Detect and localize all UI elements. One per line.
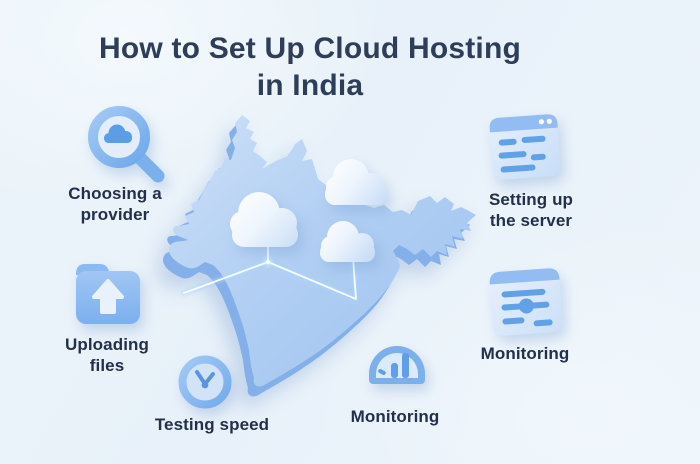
page-title-line2: in India bbox=[256, 69, 364, 103]
server-text-bars bbox=[498, 135, 546, 173]
page-title-line1: How to Set Up Cloud Hosting bbox=[98, 32, 522, 65]
label-line: Uploading bbox=[65, 335, 149, 354]
label-line: files bbox=[89, 355, 125, 375]
step-label-setting-up-server: Setting up the server bbox=[471, 190, 591, 231]
cloud-small-icon bbox=[320, 221, 375, 262]
magnifier-cloud-icon bbox=[88, 106, 165, 183]
folder-upload-icon bbox=[76, 264, 140, 324]
step-label-choosing-provider: Choosing a provider bbox=[53, 184, 177, 225]
label-line: Monitoring bbox=[350, 407, 440, 426]
clock-icon bbox=[178, 355, 232, 409]
cloud-top-right-icon bbox=[325, 159, 387, 205]
label-line: Choosing a bbox=[68, 184, 162, 203]
label-line: Testing speed bbox=[154, 415, 270, 434]
label-line: Setting up bbox=[488, 190, 574, 209]
page-title: How to Set Up Cloud Hosting in India bbox=[10, 30, 610, 104]
step-label-testing-speed: Testing speed bbox=[151, 415, 273, 436]
cloud-large-icon bbox=[230, 192, 298, 247]
step-label-uploading-files: Uploading files bbox=[47, 335, 167, 376]
upload-arrow-glyph bbox=[92, 279, 124, 314]
gauge-chart-icon bbox=[369, 346, 425, 384]
label-line: provider bbox=[80, 204, 150, 224]
server-window-icon bbox=[489, 114, 561, 180]
cloud-glyph bbox=[104, 124, 132, 143]
step-label-monitoring-panel: Monitoring bbox=[465, 344, 585, 365]
network-node bbox=[265, 259, 271, 265]
step-label-monitoring-gauge: Monitoring bbox=[335, 407, 455, 428]
slider-bars bbox=[501, 288, 553, 327]
label-line: the server bbox=[489, 210, 573, 230]
sliders-panel-icon bbox=[489, 268, 563, 336]
gauge-bars bbox=[378, 353, 409, 378]
label-line: Monitoring bbox=[480, 344, 570, 363]
